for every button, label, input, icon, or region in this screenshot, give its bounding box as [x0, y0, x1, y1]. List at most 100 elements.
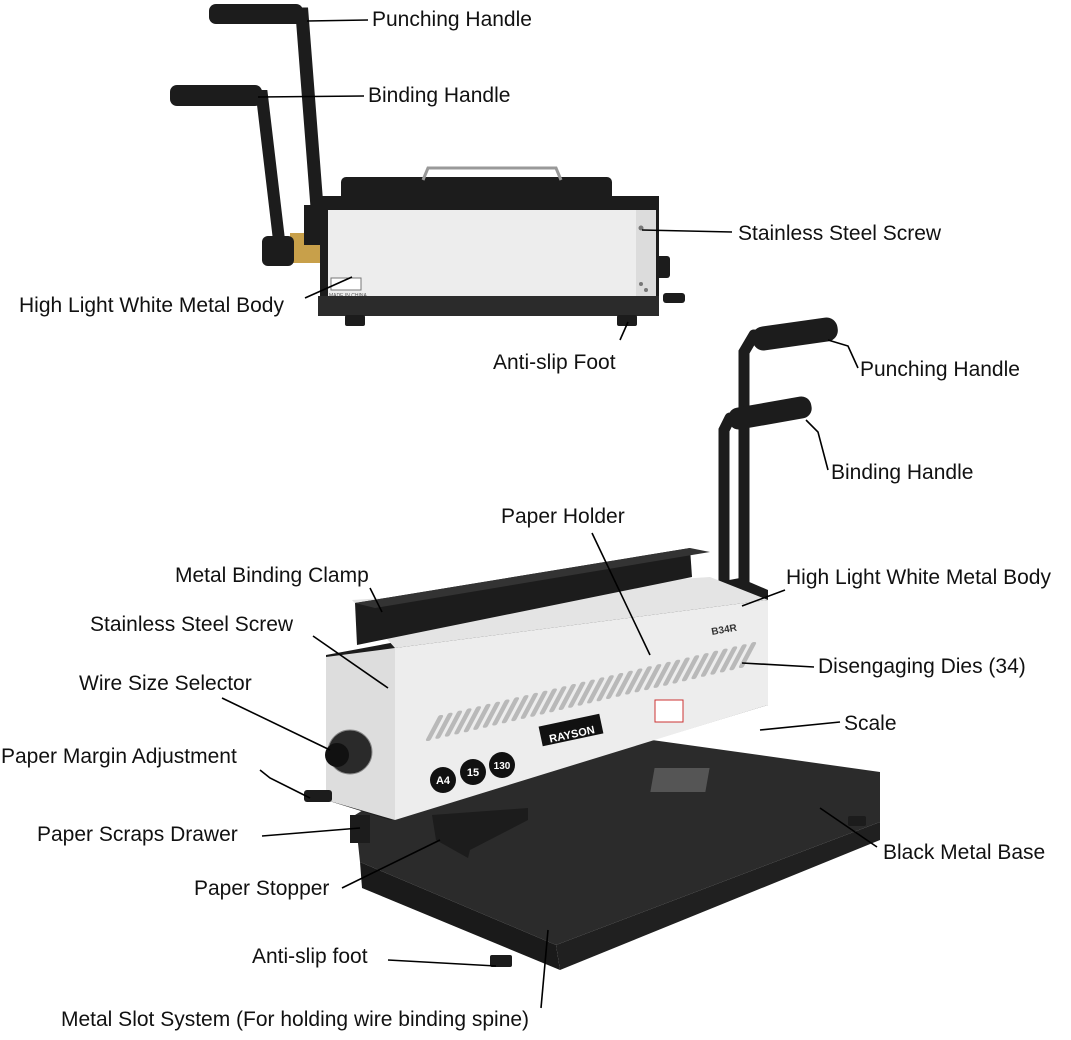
bottom-machine: RAYSON B34R A4 15 130 [304, 317, 880, 970]
leader-lines [221, 19, 878, 1009]
label-wire-size-selector: Wire Size Selector [79, 672, 252, 695]
die-finger [492, 699, 510, 726]
die-finger [738, 642, 757, 668]
top-body [320, 196, 659, 300]
label-bottom-punching-handle: Punching Handle [860, 358, 1020, 381]
bottom-body [326, 577, 768, 820]
label-bottom-stainless-steel-screw: Stainless Steel Screw [90, 613, 294, 636]
label-top-anti-slip-foot: Anti-slip Foot [493, 351, 616, 374]
top-base [318, 296, 659, 316]
leader-bottom-foot [387, 959, 497, 967]
die-finger [539, 688, 557, 715]
label-bottom-anti-slip-foot: Anti-slip foot [252, 945, 368, 968]
bottom-foot-right [848, 816, 866, 826]
bottom-binding-handle [718, 396, 812, 586]
label-metal-binding-clamp: Metal Binding Clamp [175, 564, 369, 587]
top-foot-right [617, 315, 637, 326]
die-finger [681, 655, 700, 682]
die-finger [444, 710, 463, 737]
leader-top-punching-handle [306, 19, 369, 22]
die-finger [501, 697, 520, 724]
model-number: B34R [711, 623, 739, 638]
leader-top-body [304, 276, 353, 299]
leader-top-binding-handle [257, 95, 365, 98]
paper-stopper [432, 808, 528, 858]
die-finger [587, 677, 605, 704]
leader-bottom-binding-handle [805, 419, 829, 471]
top-side-knob [656, 256, 670, 278]
leader-paper-holder [591, 532, 651, 656]
die-finger [700, 650, 719, 677]
leader-slot-system [540, 929, 549, 1009]
die-finger [615, 670, 633, 697]
top-machine: MADE IN CHINA [170, 4, 685, 326]
label-bottom-white-metal-body: High Light White Metal Body [786, 566, 1051, 589]
die-finger [729, 644, 747, 671]
die-finger [596, 675, 614, 702]
die-finger [653, 661, 671, 688]
paper-scraps-drawer [350, 815, 370, 843]
warning-sticker [654, 699, 684, 723]
die-finger [710, 648, 728, 675]
label-paper-scraps-drawer: Paper Scraps Drawer [37, 823, 238, 846]
badge-paper-size: A4 [436, 775, 451, 787]
capacity-badges: A4 15 130 [430, 752, 515, 793]
top-binding-handle [170, 85, 285, 246]
label-top-stainless-steel-screw: Stainless Steel Screw [738, 222, 942, 245]
bottom-punching-handle [738, 317, 838, 596]
leader-paper-stopper [341, 839, 441, 889]
label-top-punching-handle: Punching Handle [372, 8, 532, 31]
die-finger [530, 690, 548, 717]
bottom-clamp [355, 548, 710, 645]
label-scale: Scale [844, 712, 897, 735]
leader-paper-margin [259, 769, 311, 799]
die-finger [463, 706, 482, 733]
die-finger [435, 712, 453, 739]
die-finger [644, 664, 662, 691]
die-finger [672, 657, 690, 684]
die-finger [482, 701, 501, 728]
label-paper-margin-adjustment: Paper Margin Adjustment [1, 745, 237, 768]
die-finger [511, 695, 529, 722]
label-metal-slot-system: Metal Slot System (For holding wire bind… [61, 1008, 530, 1031]
die-finger [520, 692, 538, 719]
leader-top-foot [619, 321, 629, 341]
die-finger [549, 686, 567, 713]
die-finger [634, 666, 652, 693]
die-finger [454, 708, 472, 735]
label-top-white-metal-body: High Light White Metal Body [19, 294, 284, 317]
brand-plate [538, 713, 604, 747]
leader-bottom-punching-handle [827, 339, 859, 369]
die-finger [558, 684, 576, 710]
label-top-binding-handle: Binding Handle [368, 84, 511, 107]
die-finger [625, 668, 643, 695]
die-finger [473, 703, 491, 730]
die-finger [568, 681, 586, 708]
top-punching-handle [209, 4, 325, 227]
leader-wire-size-selector [221, 697, 331, 751]
label-paper-holder: Paper Holder [501, 505, 625, 528]
die-finger [719, 646, 738, 673]
badge-bind-capacity: 130 [494, 761, 511, 772]
die-finger [577, 679, 595, 706]
die-finger [425, 715, 444, 741]
die-finger [606, 673, 624, 699]
label-black-metal-base: Black Metal Base [883, 841, 1046, 864]
die-finger [663, 659, 681, 686]
bottom-foot-front [490, 955, 512, 967]
label-bottom-binding-handle: Binding Handle [831, 461, 974, 484]
leader-top-screw [641, 229, 733, 233]
leader-scraps-drawer [261, 827, 361, 837]
leader-scale [759, 721, 841, 731]
disengaging-dies-row [425, 642, 757, 741]
label-disengaging-dies: Disengaging Dies (34) [818, 655, 1026, 678]
top-foot-left [345, 315, 365, 326]
badge-punch-capacity: 15 [467, 767, 479, 779]
leader-black-base [819, 807, 878, 848]
leader-bottom-body [741, 589, 786, 607]
paper-margin-lever [304, 790, 332, 802]
top-wire-loop [421, 166, 563, 181]
leader-dies [741, 662, 815, 668]
